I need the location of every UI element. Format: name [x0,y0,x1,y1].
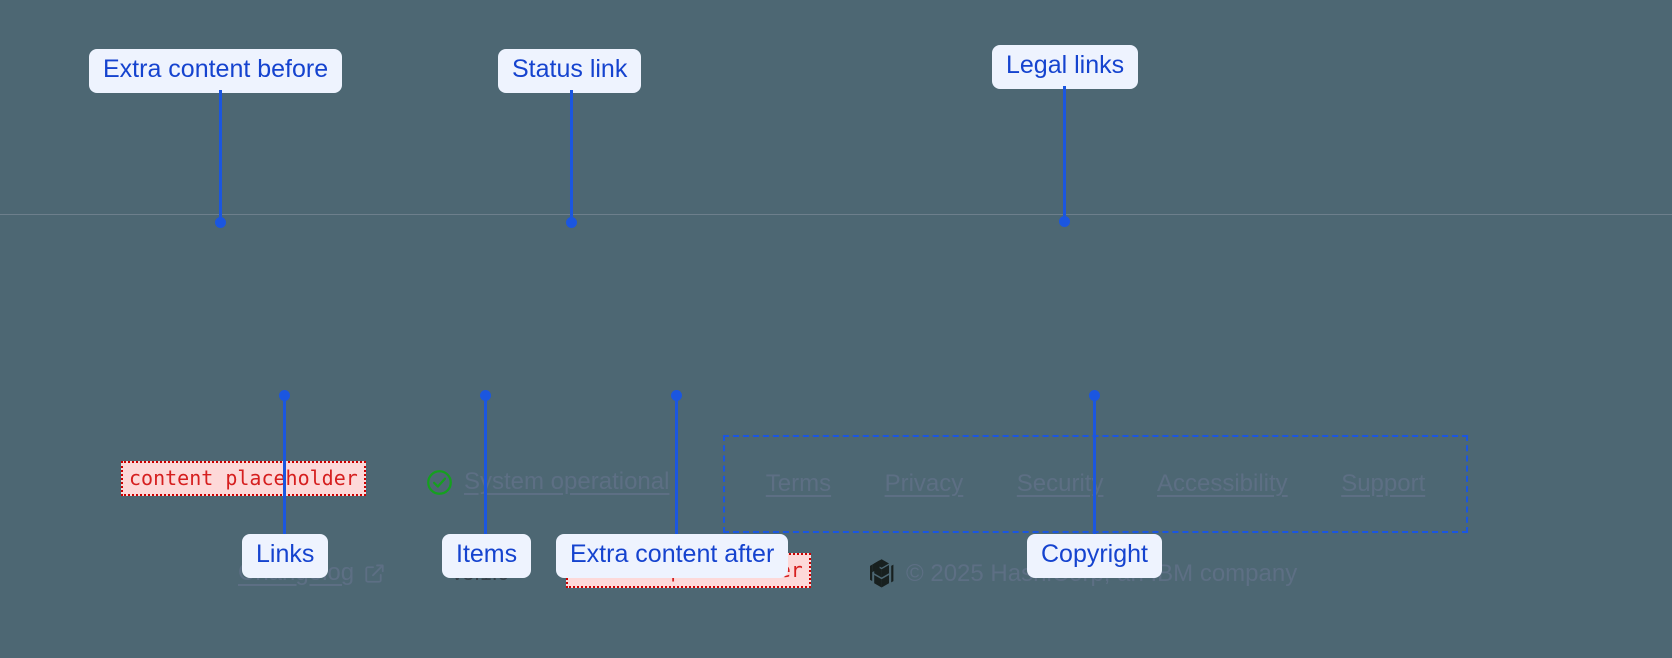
annotation-dot-items [480,390,491,401]
annotation-label-copyright: Copyright [1027,534,1162,578]
extra-content-before-placeholder: content placeholder [121,461,366,496]
annotation-label-links: Links [242,534,329,578]
annotation-label-extra-content-before: Extra content before [89,49,343,93]
annotation-line-links [283,396,286,534]
annotation-dot-status-link [566,217,577,228]
legal-link-privacy[interactable]: Privacy [884,470,964,497]
annotation-line-extra-content-after [675,396,678,534]
annotation-dot-links [279,390,290,401]
legal-link-support[interactable]: Support [1341,470,1426,497]
annotation-label-extra-content-after: Extra content after [556,534,789,578]
external-link-icon [365,564,384,583]
annotation-label-status-link: Status link [498,49,642,93]
annotation-label-legal-links: Legal links [992,45,1139,89]
footer-surface: content placeholder System operational T… [0,214,1672,658]
status-link[interactable]: System operational [426,468,669,496]
annotation-line-items [484,396,487,534]
hashicorp-logo-icon [870,559,894,588]
annotation-dot-legal-links [1059,216,1070,227]
annotation-dot-copyright [1089,390,1100,401]
annotation-label-items: Items [442,534,532,578]
legal-link-security[interactable]: Security [1016,470,1104,497]
annotation-dot-extra-content-after [671,390,682,401]
annotation-line-extra-content-before [219,90,222,222]
annotation-line-copyright [1093,396,1096,534]
status-link-label: System operational [464,468,670,495]
legal-link-terms[interactable]: Terms [765,470,832,497]
annotation-line-legal-links [1063,86,1066,222]
annotation-dot-extra-content-before [215,217,226,228]
check-circle-icon [427,469,452,495]
annotation-line-status-link [570,90,573,222]
legal-link-accessibility[interactable]: Accessibility [1156,470,1288,497]
